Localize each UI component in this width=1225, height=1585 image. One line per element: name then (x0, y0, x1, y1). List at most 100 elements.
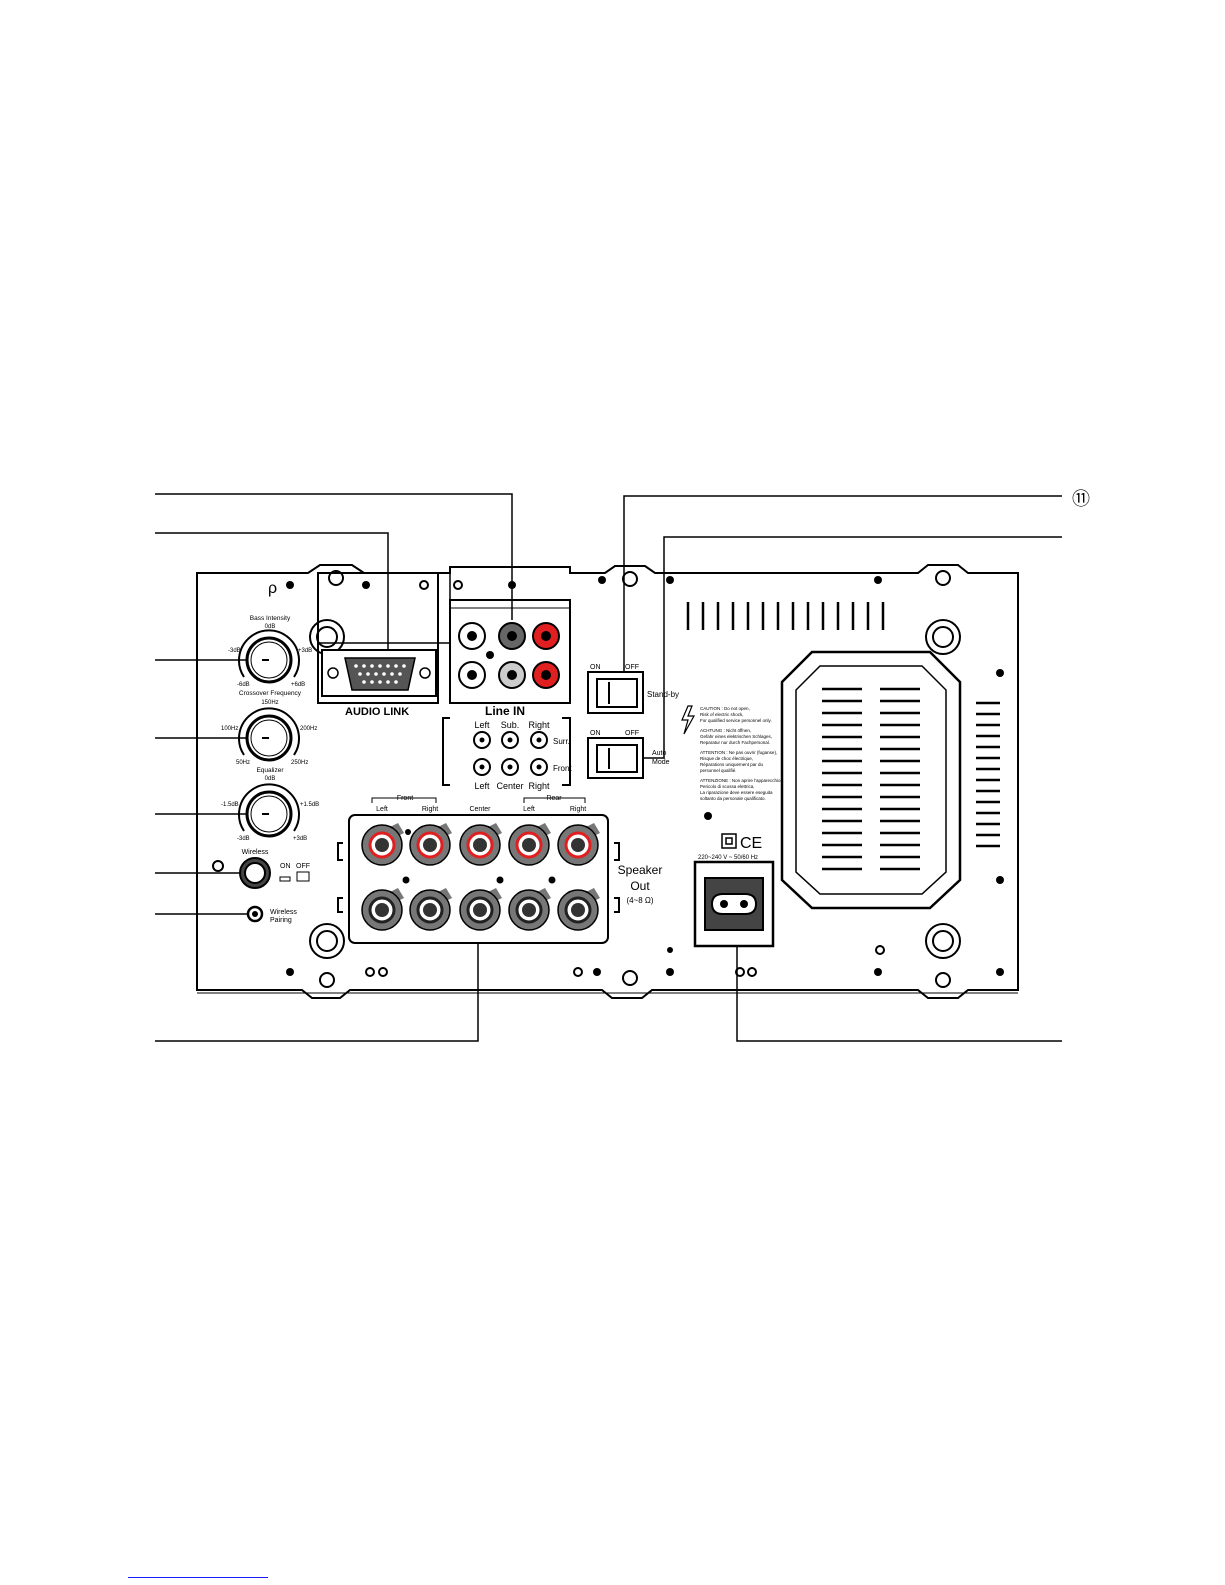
bass-knob-title: Bass Intensity (250, 615, 291, 622)
line-in-surr-label: Surr. (553, 737, 570, 746)
equalizer-knob-title: Equalizer (256, 767, 284, 774)
svg-text:Pericolo di scossa elettrica,: Pericolo di scossa elettrica, (700, 784, 755, 789)
callout-line-speaker (155, 912, 479, 1042)
auto-label-line1: Auto (652, 750, 667, 757)
svg-text:ρ: ρ (268, 580, 277, 597)
speaker-label-center: Center (469, 806, 491, 813)
bass-knob-top: 0dB (265, 624, 276, 630)
standby-on: ON (590, 664, 601, 671)
bass-knob-bottom-right: +6dB (291, 682, 305, 688)
line-in-bottom-right: Right (528, 781, 550, 791)
callout-line-power (736, 910, 1062, 1042)
bass-knob-bottom-left: -6dB (237, 682, 250, 688)
speaker-terminals-bottom[interactable] (361, 888, 600, 931)
svg-text:For qualified service personne: For qualified service personnel only. (700, 718, 772, 723)
audio-link-module (317, 572, 451, 704)
svg-text:Gefahr eines elektrischen Schl: Gefahr eines elektrischen Schlages, (700, 734, 772, 739)
svg-text:Risque de choc électrique,: Risque de choc électrique, (700, 756, 753, 761)
callout-line-auto (636, 536, 1062, 759)
screw-dots (286, 576, 1004, 976)
audio-link-label: AUDIO LINK (345, 706, 409, 718)
standby-off: OFF (625, 664, 639, 671)
side-vent-slots (976, 701, 1000, 848)
line-in-top-sub: Sub. (501, 720, 520, 730)
line-in-top-right: Right (528, 720, 550, 730)
panel-outline (196, 564, 1019, 999)
equalizer-knob-bottom-left: -3dB (237, 836, 250, 842)
svg-text:personnel qualifié.: personnel qualifié. (700, 768, 737, 773)
callout-lines (155, 493, 1062, 1042)
bass-knob[interactable] (238, 629, 300, 684)
equalizer-knob[interactable] (238, 783, 300, 838)
speaker-rear-group: Rear (546, 795, 562, 802)
svg-text:ACHTUNG : Nicht öffnen,: ACHTUNG : Nicht öffnen, (700, 728, 751, 733)
line-in-bottom-center: Center (496, 781, 523, 791)
speaker-out-line2: Out (630, 879, 650, 893)
svg-text:La riparazione deve essere ese: La riparazione deve essere eseguita (700, 790, 773, 795)
speaker-out-line3: (4~8 Ω) (626, 896, 653, 905)
auto-mode-switch[interactable] (587, 737, 644, 779)
wireless-on-indicator (279, 876, 291, 882)
crossover-knob-bottom-left: 50Hz (236, 760, 250, 766)
crossover-knob-right: 200Hz (300, 726, 317, 732)
callout-line-audio-link (155, 532, 389, 656)
line-in-front-label: Front (553, 764, 572, 773)
heatsink-vent-panel (780, 650, 962, 910)
power-inlet[interactable] (693, 860, 775, 948)
speaker-terminals-top[interactable] (361, 823, 600, 866)
mounting-screws (309, 570, 961, 988)
wireless-pairing-line1: Wireless (270, 909, 297, 916)
speaker-label-rear-right: Right (570, 806, 586, 813)
auto-label-line2: Mode (652, 759, 670, 766)
line-in-title: Line IN (485, 704, 525, 718)
wireless-off-label: OFF (296, 863, 310, 870)
svg-text:ATTENZIONE : Non aprire l'appa: ATTENZIONE : Non aprire l'apparecchio, (700, 778, 782, 783)
standby-label: Stand-by (647, 690, 679, 699)
wireless-title: Wireless (242, 849, 269, 856)
svg-text:Reparatur nur durch Fachperson: Reparatur nur durch Fachpersonal. (700, 740, 770, 745)
auto-on: ON (590, 730, 601, 737)
bass-knob-right: +3dB (298, 648, 312, 654)
speaker-label-rear-left: Left (523, 806, 535, 813)
crossover-knob-bottom-right: 250Hz (291, 760, 308, 766)
bass-knob-left: -3dB (228, 648, 241, 654)
line-in-sub-panel (442, 717, 571, 786)
crossover-knob-top: 150Hz (261, 700, 278, 706)
wireless-pairing-line2: Pairing (270, 917, 292, 924)
wireless-pairing-button[interactable] (246, 905, 264, 923)
double-insulation-icon (721, 833, 737, 849)
callout-number: ⑪ (1072, 489, 1090, 509)
wireless-on-label: ON (280, 863, 291, 870)
callout-line-line-in (155, 493, 513, 620)
svg-text:ATTENTION : Ne pas ouvrir (fug: ATTENTION : Ne pas ouvrir (fuganse), (700, 750, 777, 755)
top-vent-slots (686, 602, 885, 630)
speaker-label-front-left: Left (376, 806, 388, 813)
crossover-knob-title: Crossover Frequency (239, 690, 302, 697)
svg-text:soltanto da personale qualific: soltanto da personale qualificato. (700, 796, 766, 801)
callout-line-standby (623, 495, 1062, 690)
crossover-knob[interactable] (238, 707, 300, 762)
speaker-side-brackets (337, 842, 620, 913)
svg-text:CAUTION : Do not open,: CAUTION : Do not open, (700, 706, 750, 711)
power-rating: 220~240 V ~ 50/60 Hz (698, 855, 758, 861)
crossover-knob-left: 100Hz (221, 726, 238, 732)
slot-screws (212, 580, 885, 977)
auto-off: OFF (625, 730, 639, 737)
line-in-module (449, 599, 571, 704)
lightning-icon (681, 705, 696, 735)
line-in-bottom-left: Left (474, 781, 490, 791)
equalizer-knob-bottom-right: +3dB (293, 836, 307, 842)
speaker-front-group: Front (397, 795, 413, 802)
wireless-button[interactable] (239, 857, 271, 889)
equalizer-knob-right: +1.5dB (300, 802, 319, 808)
wireless-off-indicator (296, 871, 310, 882)
speaker-label-front-right: Right (422, 806, 438, 813)
equalizer-knob-left: -1.5dB (221, 802, 239, 808)
speaker-group-brackets (371, 797, 586, 803)
speaker-out-line1: Speaker (618, 863, 663, 877)
standby-switch[interactable] (587, 671, 644, 714)
ce-mark: CE (740, 835, 762, 852)
svg-text:Risk of electric shock,: Risk of electric shock, (700, 712, 744, 717)
footer-link-underline (128, 1577, 268, 1578)
